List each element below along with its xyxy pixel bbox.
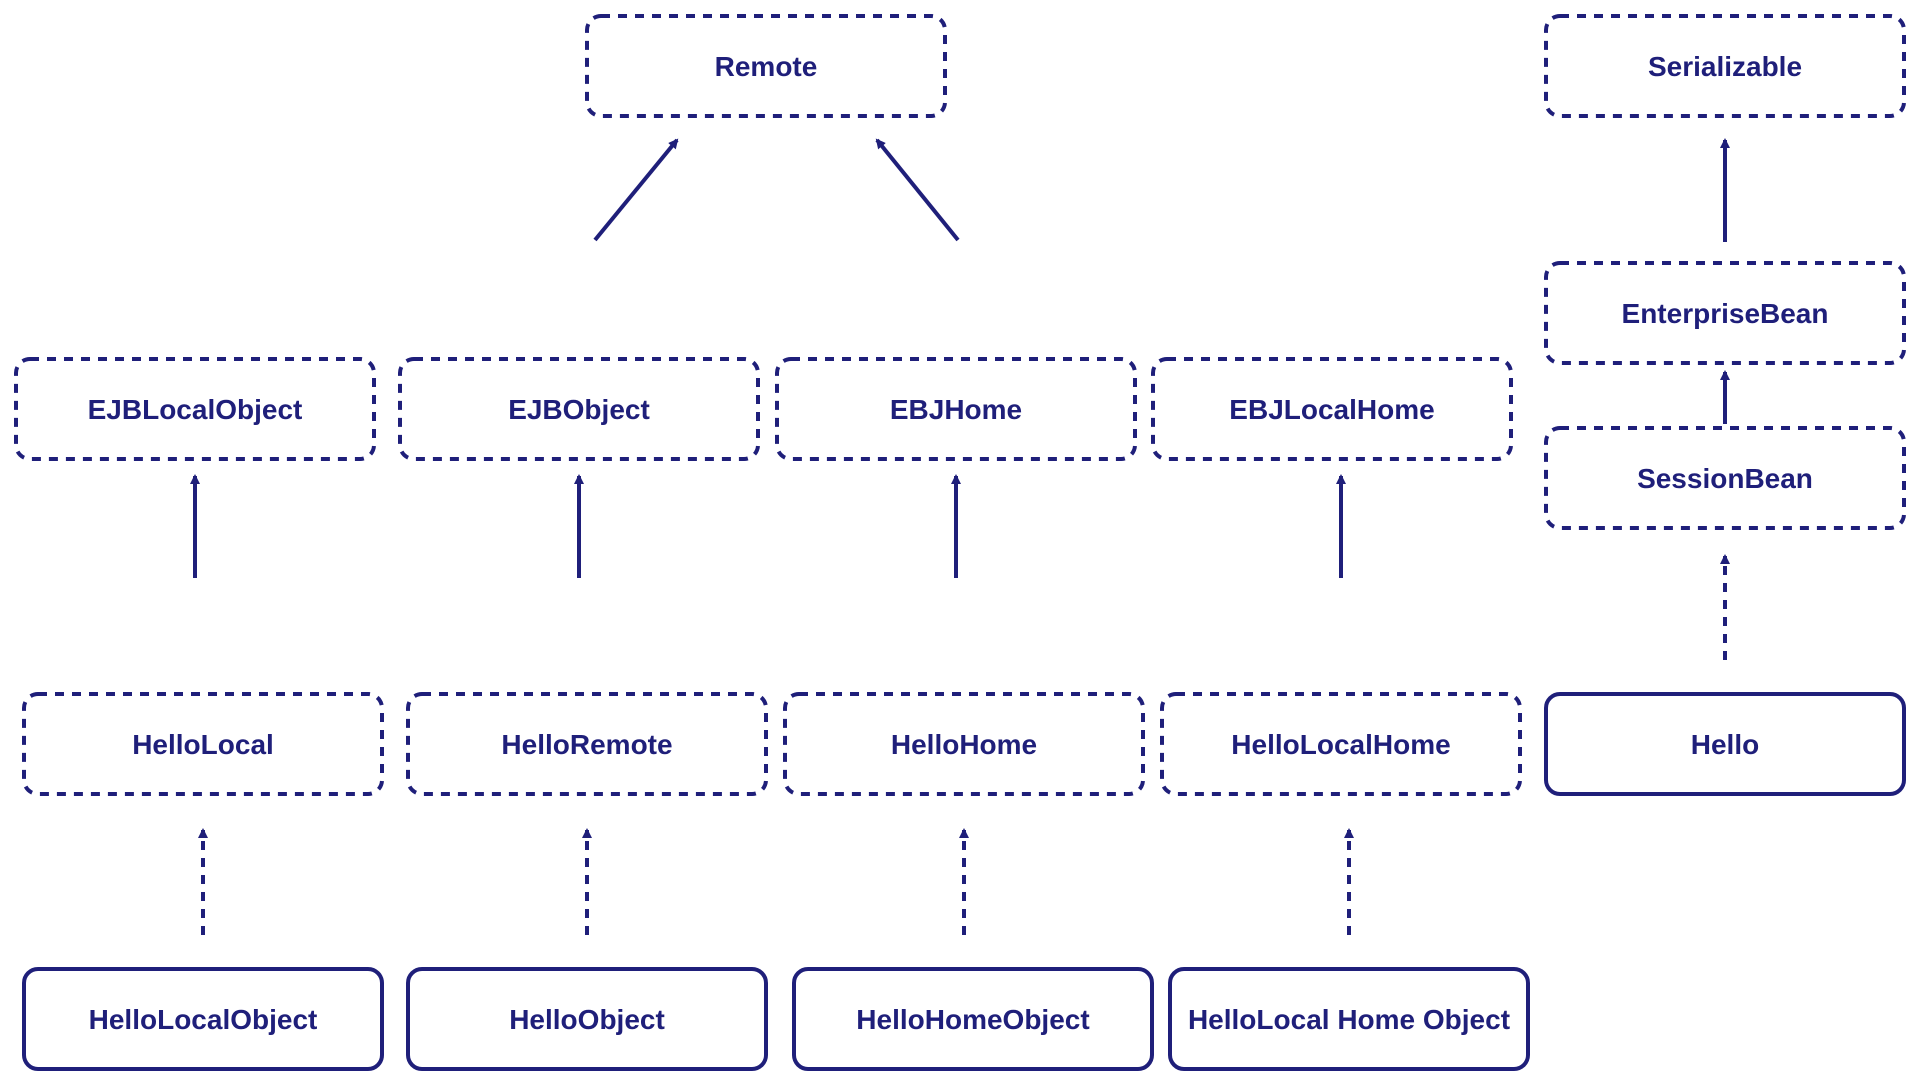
node-enterprise-bean-label: EnterpriseBean — [1622, 298, 1829, 329]
node-serializable-label: Serializable — [1648, 51, 1802, 82]
node-hello-local-home-object-label: HelloLocal Home Object — [1188, 1004, 1510, 1035]
node-hello-local-home: HelloLocalHome — [1160, 692, 1522, 796]
node-ejb-object-label: EJBObject — [508, 394, 650, 425]
node-hello-object-label: HelloObject — [509, 1004, 665, 1035]
node-hello-local: HelloLocal — [22, 692, 384, 796]
node-hello-home-object-label: HelloHomeObject — [856, 1004, 1089, 1035]
node-session-bean: SessionBean — [1544, 426, 1906, 530]
node-ebj-home-label: EBJHome — [890, 394, 1022, 425]
node-hello-home: HelloHome — [783, 692, 1145, 796]
node-ebj-local-home-label: EBJLocalHome — [1229, 394, 1434, 425]
node-serializable: Serializable — [1544, 14, 1906, 118]
node-remote: Remote — [585, 14, 947, 118]
node-hello-remote-label: HelloRemote — [501, 729, 672, 760]
node-enterprise-bean: EnterpriseBean — [1544, 261, 1906, 365]
node-hello-local-home-object: HelloLocal Home Object — [1168, 967, 1530, 1071]
node-hello-local-object-label: HelloLocalObject — [89, 1004, 318, 1035]
node-hello-label: Hello — [1691, 729, 1759, 760]
node-hello: Hello — [1544, 692, 1906, 796]
node-remote-label: Remote — [715, 51, 818, 82]
node-ejb-object: EJBObject — [398, 357, 760, 461]
node-hello-local-home-label: HelloLocalHome — [1231, 729, 1450, 760]
node-hello-local-object: HelloLocalObject — [22, 967, 384, 1071]
node-ebj-home: EBJHome — [775, 357, 1137, 461]
node-hello-home-label: HelloHome — [891, 729, 1037, 760]
node-ebj-local-home: EBJLocalHome — [1151, 357, 1513, 461]
node-ejb-local-object-label: EJBLocalObject — [88, 394, 303, 425]
node-hello-remote: HelloRemote — [406, 692, 768, 796]
node-session-bean-label: SessionBean — [1637, 463, 1813, 494]
node-hello-object: HelloObject — [406, 967, 768, 1071]
node-hello-home-object: HelloHomeObject — [792, 967, 1154, 1071]
node-ejb-local-object: EJBLocalObject — [14, 357, 376, 461]
arrow-ejb-object-to-remote — [593, 138, 679, 242]
node-hello-local-label: HelloLocal — [132, 729, 274, 760]
arrow-ebj-home-to-remote — [875, 138, 960, 242]
